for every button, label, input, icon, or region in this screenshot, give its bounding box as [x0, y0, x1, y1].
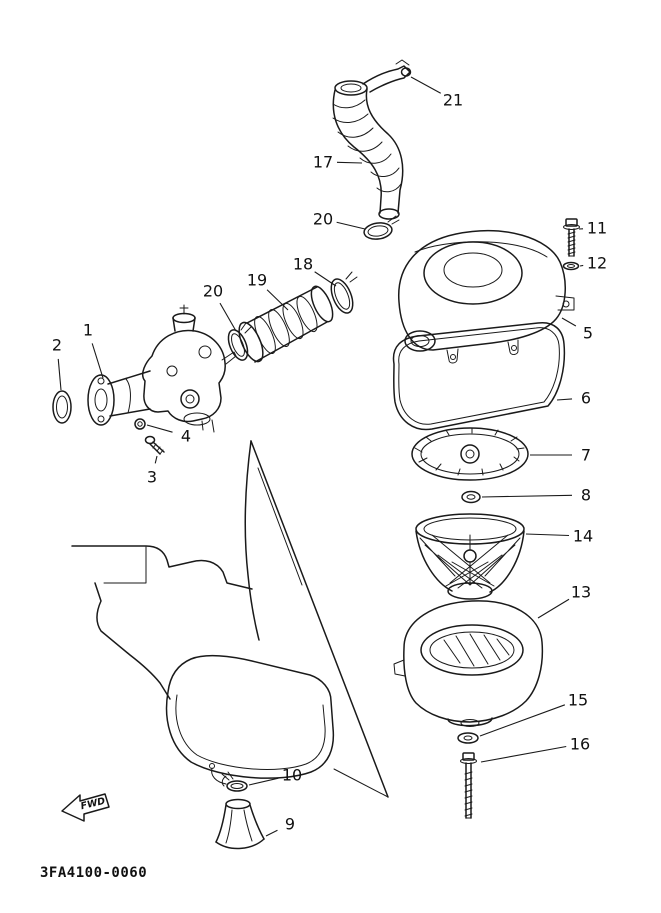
callout-leader-6 — [556, 398, 573, 401]
callout-leader-4 — [146, 424, 173, 433]
element-washer — [461, 490, 481, 504]
callout-leader-5 — [561, 317, 577, 327]
flange-gasket — [52, 390, 72, 424]
callout-leader-19 — [266, 289, 289, 311]
fwd-label: FWD — [80, 796, 107, 813]
callout-leader-1 — [91, 343, 104, 379]
hose-clamp-upper — [363, 215, 400, 240]
callout-leader-20 — [219, 302, 237, 332]
flange-bolt — [144, 435, 165, 455]
air-cleaner-cover — [398, 230, 575, 364]
carb-joint-boot — [238, 285, 334, 363]
callout-21: 21 — [443, 91, 463, 110]
case-gasket — [392, 322, 566, 431]
callout-5: 5 — [583, 324, 593, 343]
fwd-arrow: FWD — [61, 793, 110, 822]
callout-11: 11 — [587, 219, 607, 238]
callout-leader-8 — [481, 494, 573, 498]
drain-tube — [215, 798, 265, 850]
cover-bolt — [563, 218, 580, 257]
flange-nut — [134, 418, 146, 430]
callout-8: 8 — [581, 486, 591, 505]
callout-17: 17 — [313, 153, 333, 172]
carburetor — [141, 304, 237, 433]
callout-leader-17 — [336, 161, 363, 164]
callout-14: 14 — [573, 527, 593, 546]
callout-10: 10 — [282, 766, 302, 785]
case-bolt — [460, 752, 477, 819]
callout-leader-18 — [314, 271, 337, 287]
drain-clamp — [221, 771, 248, 792]
callout-16: 16 — [570, 735, 590, 754]
callout-15: 15 — [568, 691, 588, 710]
callout-12: 12 — [587, 254, 607, 273]
air-cleaner-case — [393, 600, 544, 727]
callout-leader-20 — [336, 221, 366, 230]
callout-leader-21 — [410, 76, 441, 94]
case-washer — [457, 732, 479, 744]
element-cover — [411, 427, 529, 481]
callout-leader-3 — [154, 455, 158, 464]
body-panel — [71, 440, 389, 798]
boot-clamp-left — [227, 322, 252, 361]
callout-leader-15 — [479, 704, 566, 737]
callout-20: 20 — [203, 282, 223, 301]
callout-9: 9 — [285, 815, 295, 834]
callout-18: 18 — [293, 255, 313, 274]
callout-leader-12 — [579, 264, 584, 267]
hose-joint — [362, 59, 412, 93]
breather-hose — [332, 80, 404, 220]
callout-leader-9 — [265, 829, 278, 837]
boot-clamp-right — [330, 271, 358, 314]
callout-leader-16 — [480, 745, 567, 763]
callout-6: 6 — [581, 389, 591, 408]
callout-leader-14 — [525, 533, 570, 537]
callout-4: 4 — [181, 427, 191, 446]
filter-element — [415, 513, 525, 600]
callout-1: 1 — [83, 321, 93, 340]
callout-3: 3 — [147, 468, 157, 487]
diagram-code: 3FA4100-0060 — [40, 865, 147, 881]
cover-washer — [562, 261, 580, 271]
callout-13: 13 — [571, 583, 591, 602]
callout-leader-2 — [57, 358, 62, 391]
callout-2: 2 — [52, 336, 62, 355]
callout-leader-13 — [537, 598, 570, 619]
callout-20: 20 — [313, 210, 333, 229]
callout-leader-10 — [248, 777, 279, 786]
callout-19: 19 — [247, 271, 267, 290]
intake-flange — [87, 370, 151, 426]
callout-7: 7 — [581, 446, 591, 465]
